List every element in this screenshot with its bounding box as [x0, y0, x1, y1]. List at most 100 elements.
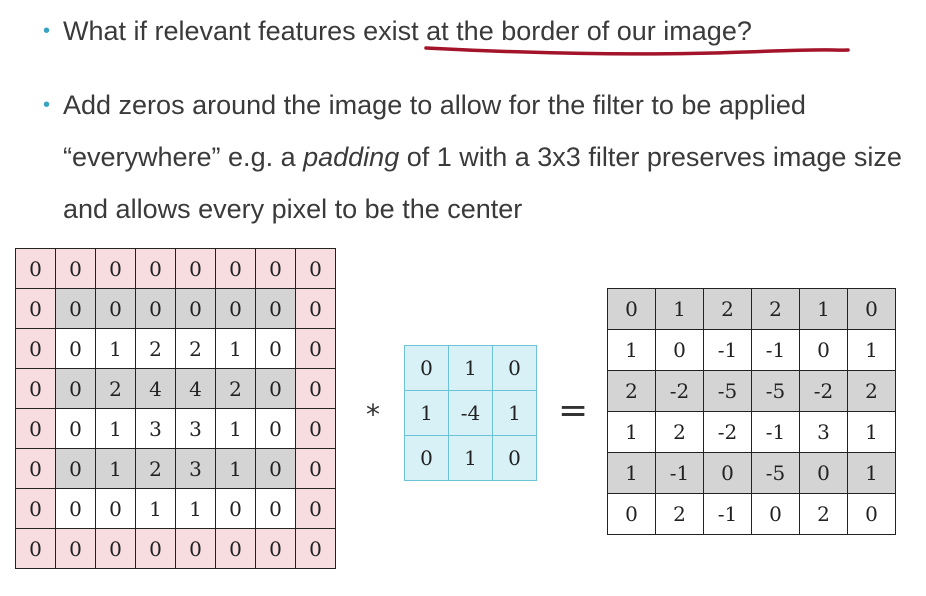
input-cell: 0	[295, 488, 336, 529]
bullet-2-end: of 1 with a 3x3 filter preserves image s…	[63, 142, 902, 224]
input-cell: 2	[175, 328, 216, 369]
output-cell: 3	[799, 411, 848, 453]
input-cell: 3	[175, 448, 216, 489]
output-cell: 0	[607, 288, 656, 330]
input-cell: 0	[255, 328, 296, 369]
output-cell: 2	[847, 370, 896, 412]
kernel-cell: 1	[404, 390, 449, 436]
input-cell: 0	[255, 408, 296, 449]
output-cell: 2	[703, 288, 752, 330]
bullet-dot-icon: •	[43, 94, 51, 116]
input-cell: 1	[95, 448, 136, 489]
kernel-cell: -4	[448, 390, 493, 436]
input-cell: 0	[15, 528, 56, 569]
input-cell: 0	[175, 528, 216, 569]
input-cell: 0	[15, 328, 56, 369]
input-cell: 0	[135, 248, 176, 289]
output-cell: 2	[751, 288, 800, 330]
input-cell: 0	[135, 288, 176, 329]
input-cell: 0	[15, 408, 56, 449]
output-cell: 1	[847, 452, 896, 494]
input-cell: 0	[15, 448, 56, 489]
output-cell: -1	[751, 329, 800, 371]
output-cell: -2	[655, 370, 704, 412]
input-cell: 1	[95, 408, 136, 449]
kernel-cell: 0	[404, 345, 449, 391]
input-cell: 0	[15, 488, 56, 529]
output-cell: 2	[799, 493, 848, 535]
output-cell: 0	[655, 329, 704, 371]
kernel-cell: 0	[492, 345, 537, 391]
input-cell: 0	[215, 488, 256, 529]
input-cell: 0	[15, 368, 56, 409]
bullet-dot-icon: •	[43, 20, 51, 42]
output-cell: -1	[703, 493, 752, 535]
input-cell: 0	[215, 288, 256, 329]
bullet-border-question: • What if relevant features exist at the…	[43, 5, 752, 57]
input-cell: 0	[255, 368, 296, 409]
input-cell: 0	[295, 448, 336, 489]
output-cell: 0	[703, 452, 752, 494]
input-cell: 0	[215, 248, 256, 289]
output-cell: 1	[607, 329, 656, 371]
input-cell: 2	[215, 368, 256, 409]
input-cell: 0	[295, 248, 336, 289]
bullet-padding-explanation: • Add zeros around the image to allow fo…	[43, 79, 923, 235]
output-cell: -1	[703, 329, 752, 371]
input-cell: 0	[95, 288, 136, 329]
output-cell: 0	[799, 329, 848, 371]
input-cell: 1	[215, 448, 256, 489]
input-cell: 0	[255, 448, 296, 489]
input-cell: 2	[95, 368, 136, 409]
bullet-2-text: Add zeros around the image to allow for …	[63, 90, 806, 172]
output-cell: 0	[751, 493, 800, 535]
input-cell: 0	[55, 248, 96, 289]
input-cell: 0	[55, 488, 96, 529]
output-cell: 0	[607, 493, 656, 535]
input-cell: 0	[295, 328, 336, 369]
output-cell: -2	[799, 370, 848, 412]
output-cell: -1	[655, 452, 704, 494]
output-cell: 1	[799, 288, 848, 330]
input-cell: 0	[295, 408, 336, 449]
bullet-1-underlined-text: exist at the border of our image	[363, 16, 737, 46]
input-cell: 1	[215, 328, 256, 369]
output-cell: 1	[847, 329, 896, 371]
bullet-1-end: ?	[736, 16, 752, 46]
input-cell: 0	[55, 528, 96, 569]
kernel-cell: 0	[492, 435, 537, 481]
equals-sign: =	[558, 390, 589, 431]
output-cell: 0	[847, 288, 896, 330]
input-cell: 0	[95, 488, 136, 529]
output-cell: -5	[703, 370, 752, 412]
input-cell: 1	[135, 488, 176, 529]
input-cell: 0	[295, 288, 336, 329]
input-cell: 0	[255, 488, 296, 529]
output-cell: 1	[607, 411, 656, 453]
input-cell: 0	[55, 368, 96, 409]
input-cell: 0	[215, 528, 256, 569]
input-cell: 0	[255, 248, 296, 289]
output-cell: -2	[703, 411, 752, 453]
input-cell: 0	[255, 528, 296, 569]
input-cell: 1	[95, 328, 136, 369]
input-cell: 0	[295, 528, 336, 569]
output-cell: 2	[655, 493, 704, 535]
output-cell: 1	[847, 411, 896, 453]
input-cell: 2	[135, 328, 176, 369]
input-cell: 0	[15, 288, 56, 329]
input-cell: 1	[175, 488, 216, 529]
input-cell: 0	[95, 528, 136, 569]
output-cell: 2	[607, 370, 656, 412]
